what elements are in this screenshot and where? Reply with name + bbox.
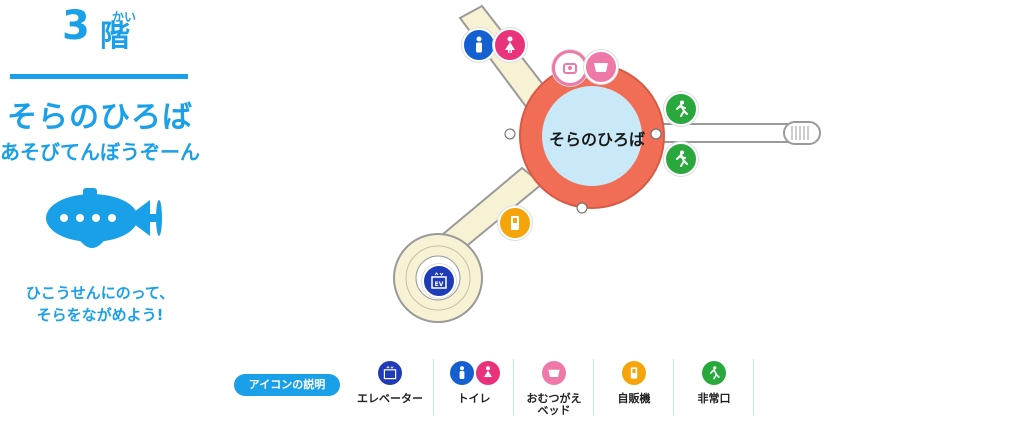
legend-label-exit: 非常口 [697,392,731,405]
legend-item-elevator: エレベーター [350,357,430,417]
legend-title: アイコンの説明 [234,374,340,396]
area-title: そらのひろば [7,100,193,135]
legend-divider [433,359,434,415]
legend-divider [593,359,594,415]
floor-number: 3 [62,3,90,49]
legend-label-diaper-line2: ベッド [537,404,571,417]
legend-label-diaper-line1: おむつがえ [526,392,582,405]
caption-line-2: そらをながめよう! [36,306,164,324]
vending-machine-icon [622,361,646,385]
floor-kanji: 階 [100,19,130,54]
floor-info-panel: 3 かい 階 そらのひろば あそびてんぼうぞーん ひこうせんにのって、 そらをな… [0,0,200,340]
diaper-changing-icon [542,361,566,385]
legend-divider [513,359,514,415]
legend-item-diaper: おむつがえ ベッド [514,357,594,417]
legend-item-exit: 非常口 [674,357,754,417]
diaper-changing-bed-icon[interactable] [584,50,618,84]
legend-item-toilet: トイレ [434,357,514,417]
emergency-exit-icon-2[interactable] [664,142,698,176]
emergency-exit-icon[interactable] [664,92,698,126]
plaza-label: そらのひろば [548,130,645,149]
elevator-icon[interactable]: EV [422,264,456,298]
blimp-icon [46,188,162,248]
stairs [783,121,821,145]
divider [10,74,188,79]
elevator-map-label: EV [435,281,444,288]
legend-label-toilet: トイレ [457,392,491,405]
emergency-exit-icon [702,361,726,385]
caption-line-1: ひこうせんにのって、 [25,284,175,302]
floor-map: そらのひろば EV [380,0,840,340]
toilet-women-icon[interactable] [493,28,527,62]
legend-label-elevator: エレベーター [357,392,423,405]
area-subtitle: あそびてんぼうぞーん [0,140,200,164]
area-caption: ひこうせんにのって、 そらをながめよう! [0,282,200,326]
icon-legend: アイコンの説明 エレベーター トイレ おむつがえ ベッド 自販機 [230,355,770,417]
toilet-women-icon [476,361,500,385]
diaper-changing-icon[interactable] [552,50,588,86]
legend-divider [753,359,754,415]
plaza-center [542,86,642,186]
elevator-icon [378,361,402,385]
legend-item-vending: 自販機 [594,357,674,417]
floor-reading: かい [112,10,137,24]
toilet-men-icon [450,361,474,385]
legend-divider [673,359,674,415]
legend-label-diaper: おむつがえ ベッド [514,393,594,417]
vending-machine-icon[interactable] [498,206,532,240]
toilet-men-icon[interactable] [462,28,496,62]
legend-label-vending: 自販機 [617,392,651,405]
